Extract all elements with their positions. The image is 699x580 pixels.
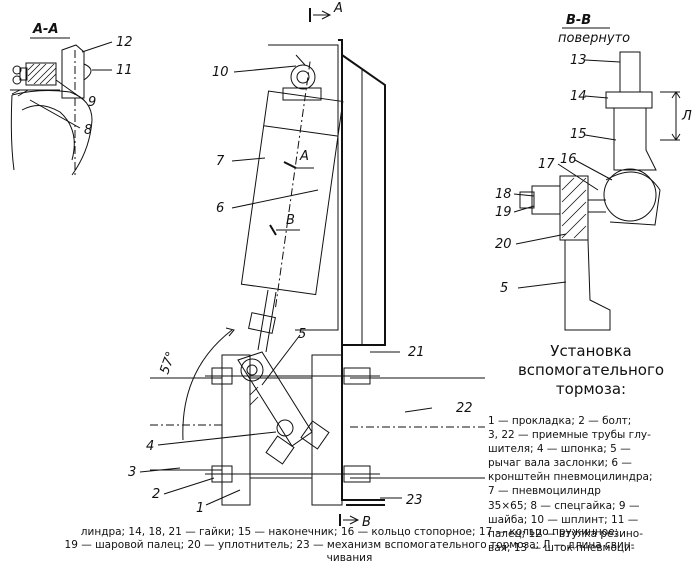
callout-15: 15 — [570, 127, 587, 142]
callout-5-section: 5 — [500, 281, 508, 296]
callout-4: 4 — [146, 439, 154, 454]
callout-16: 16 — [560, 152, 577, 167]
legend-right-column: 1 — прокладка; 2 — болт; 3, 22 — приемны… — [488, 414, 694, 555]
callout-21: 21 — [408, 345, 425, 360]
dimension-l-label: Л — [681, 109, 692, 124]
legend-line: вая; 13 — шток пневмоци- — [488, 541, 635, 554]
legend-line: чивания — [326, 552, 373, 564]
callout-18: 18 — [495, 187, 512, 202]
callout-5-main: 5 — [298, 327, 306, 342]
main-view: А А В — [128, 1, 485, 530]
callout-7: 7 — [216, 154, 225, 169]
callout-1: 1 — [196, 501, 204, 516]
callout-13: 13 — [570, 53, 587, 68]
figure-title: Установка вспомогательного тормоза: — [488, 342, 694, 399]
legend-line: линдра; 14, 18, 21 — гайки; 15 — наконеч… — [80, 526, 619, 538]
section-a-a-title: А-А — [32, 22, 59, 37]
callout-22: 22 — [456, 401, 473, 416]
hatch-housing-bb — [561, 177, 587, 239]
callout-10: 10 — [212, 65, 229, 80]
legend-line: 35×65; 8 — спецгайка; 9 — — [488, 499, 640, 512]
figure-title-line-2: вспомогательного тормоза: — [517, 361, 665, 398]
callout-23: 23 — [406, 493, 423, 508]
callout-9: 9 — [88, 95, 96, 110]
legend-line: 19 — шаровой палец; 20 — уплотнитель; 23… — [64, 539, 635, 551]
callout-20: 20 — [495, 237, 512, 252]
figure-title-line-1: Установка — [550, 342, 632, 360]
legend-line: 7 — пневмоцилиндр — [488, 485, 601, 498]
hatch-nut-aa — [27, 63, 57, 85]
legend-line: шайба; 10 — шплинт; 11 — — [488, 513, 639, 526]
callout-12: 12 — [116, 35, 133, 50]
legend-line: палец; 12 — втулка резино- — [488, 527, 643, 540]
legend-line: шителя; 4 — шпонка; 5 — — [488, 443, 631, 456]
callout-19: 19 — [495, 205, 512, 220]
callout-8: 8 — [84, 123, 92, 138]
callout-11: 11 — [116, 63, 133, 78]
legend-bottom: линдра; 14, 18, 21 — гайки; 15 — наконеч… — [2, 526, 697, 565]
section-b-b-view: В-В повернуто Л — [495, 13, 692, 331]
angle-label: 57° — [157, 350, 179, 377]
section-arrow-b-mid: В — [286, 213, 295, 228]
callout-17: 17 — [538, 157, 555, 172]
section-arrow-b-bottom: В — [362, 515, 371, 530]
callout-6: 6 — [216, 201, 224, 216]
callout-3: 3 — [128, 465, 136, 480]
legend-line: рычаг вала заслонки; 6 — — [488, 457, 632, 470]
callout-2: 2 — [152, 487, 160, 502]
callout-14: 14 — [570, 89, 587, 104]
section-b-b-note: повернуто — [558, 31, 630, 46]
legend-line: 3, 22 — приемные трубы глу- — [488, 429, 651, 442]
section-b-b-title: В-В — [566, 13, 591, 28]
section-arrow-a-top: А — [333, 1, 343, 16]
section-a-a-view: А-А 12 11 9 8 — [10, 22, 133, 176]
legend-line: 1 — прокладка; 2 — болт; — [488, 415, 632, 427]
section-arrow-a-mid: А — [299, 149, 309, 164]
legend-line: кронштейн пневмоцилиндра; — [488, 471, 653, 484]
